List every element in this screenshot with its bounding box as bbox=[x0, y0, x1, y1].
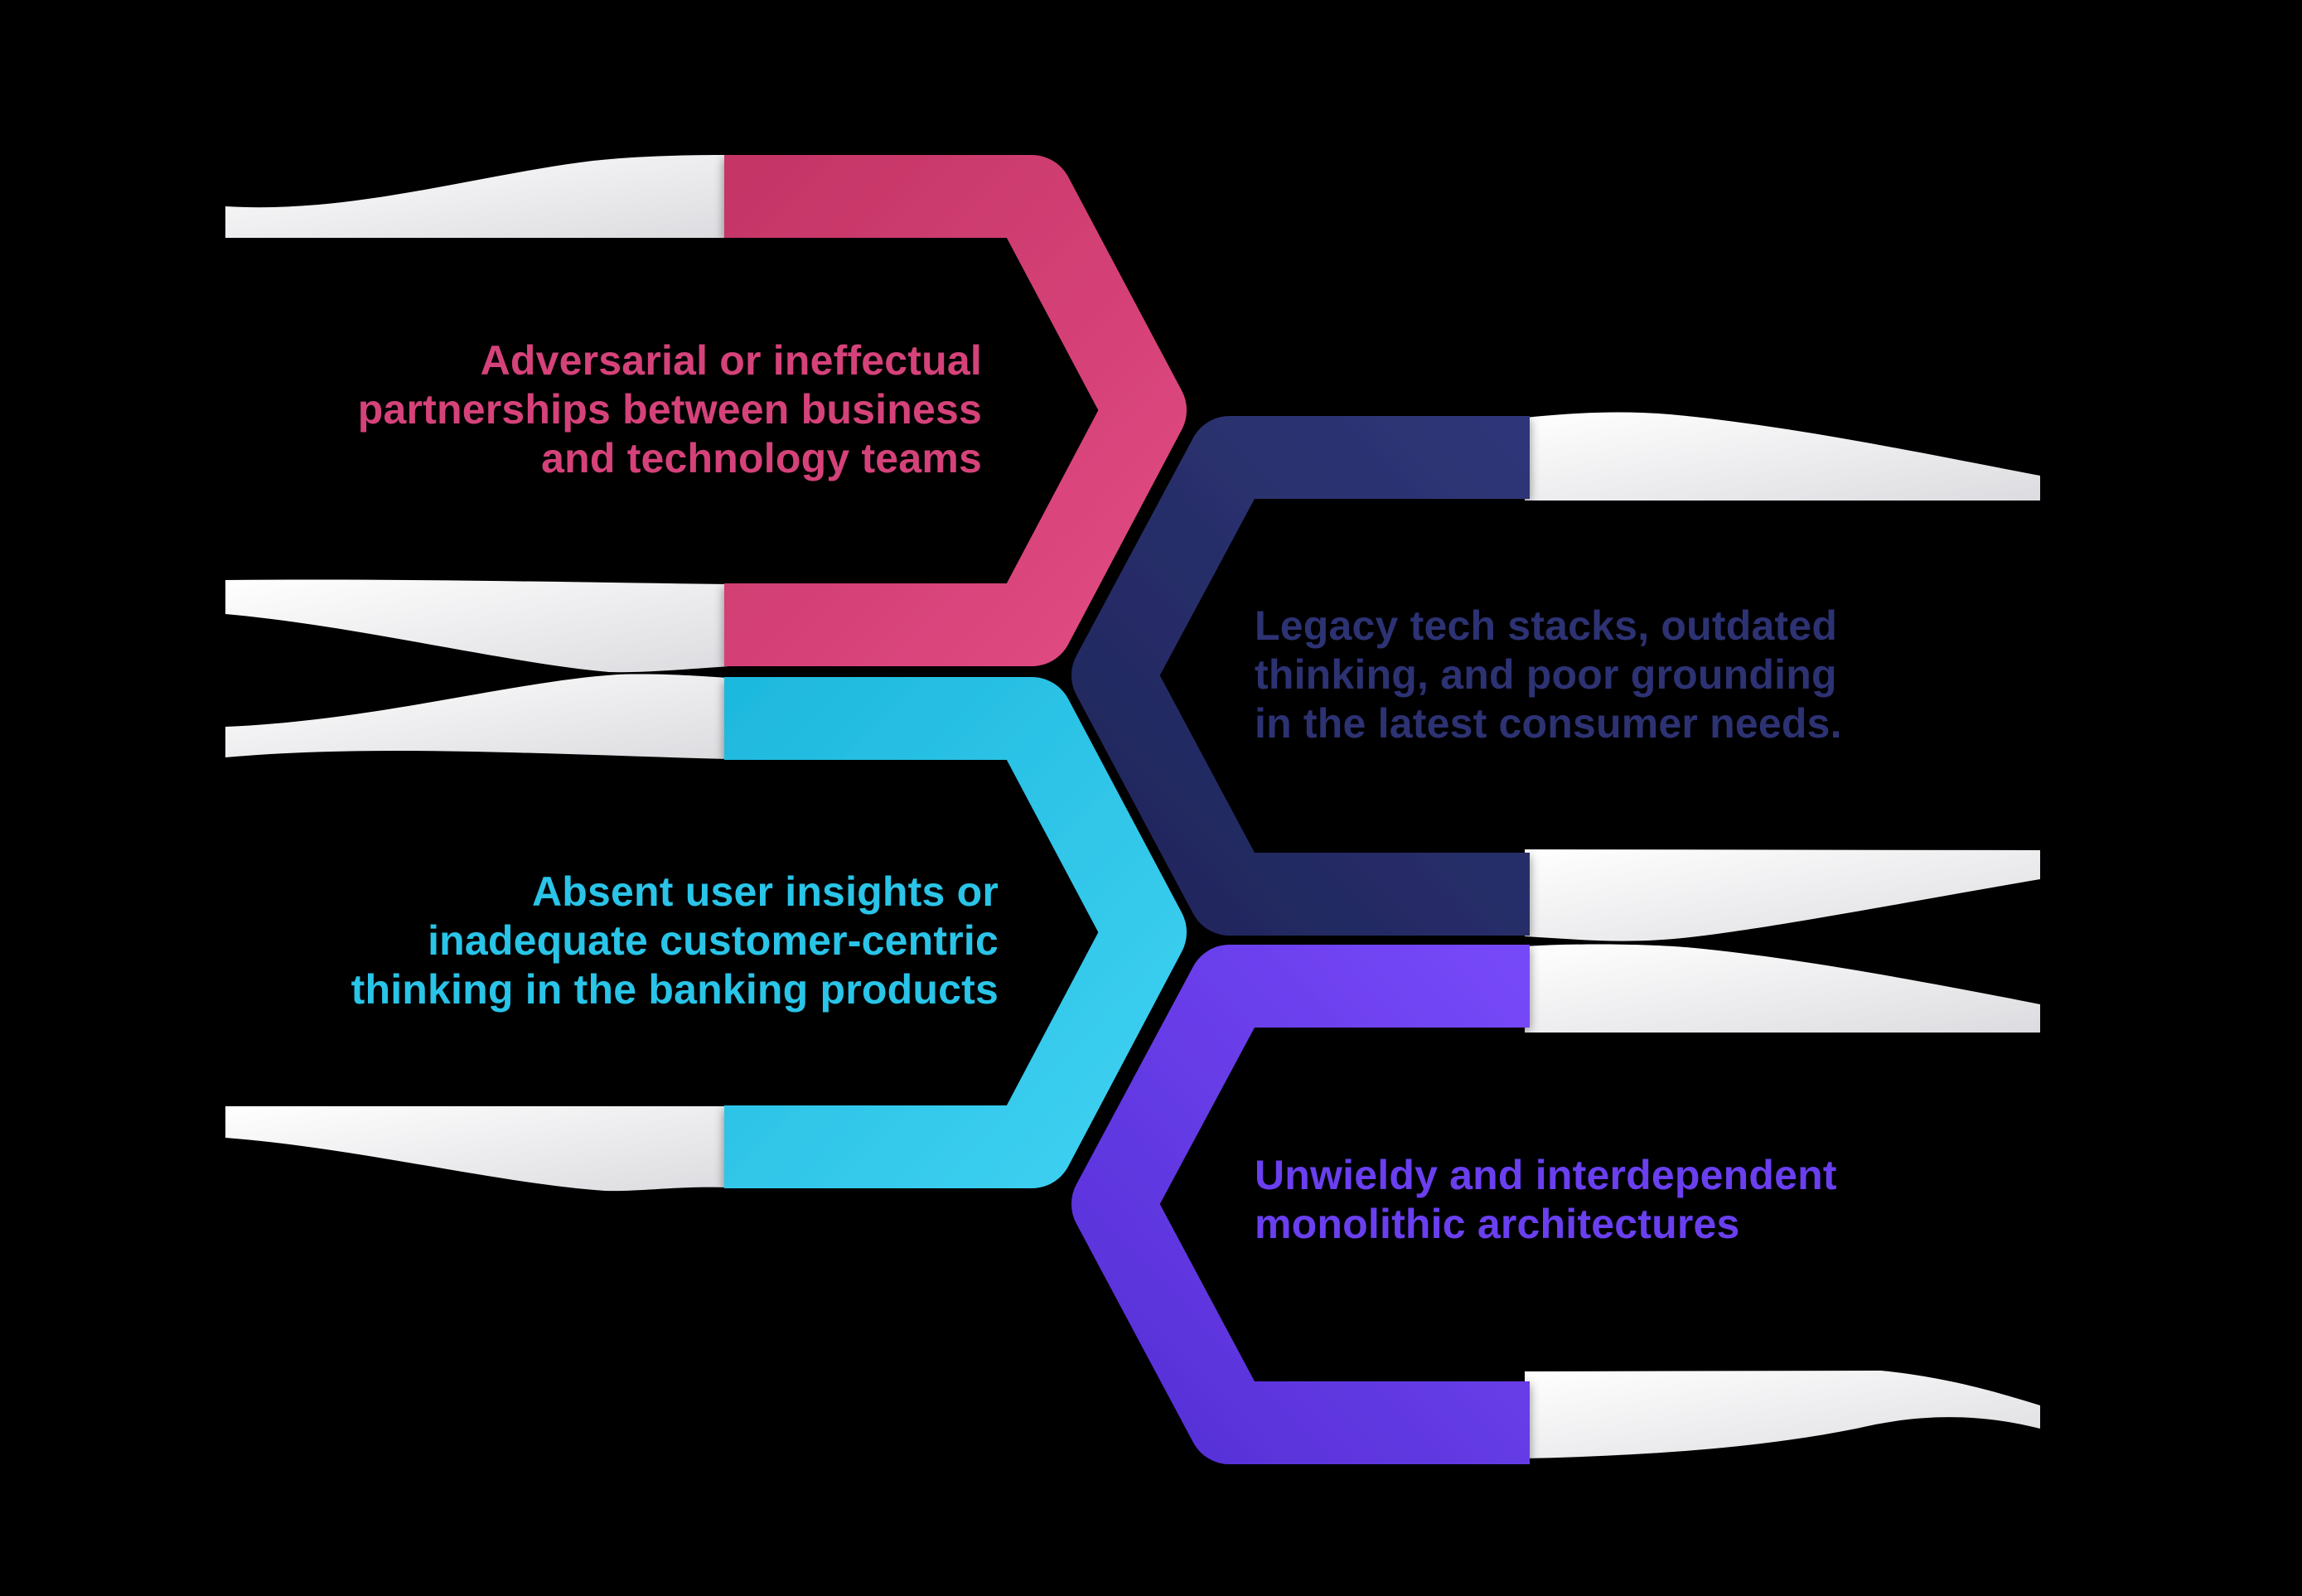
label-line: thinking, and poor grounding bbox=[1255, 651, 1837, 698]
hexagon-band-cyan bbox=[724, 677, 1187, 1188]
hexagon-bands bbox=[724, 155, 1530, 1464]
label-line: thinking in the banking products bbox=[351, 966, 999, 1013]
ribbon-bottom-left bbox=[225, 1106, 729, 1192]
label-line: inadequate customer-centric bbox=[428, 917, 999, 964]
ribbon-top-left bbox=[225, 155, 729, 238]
ribbon-middle-right-upper bbox=[1525, 849, 2040, 941]
label-line: Absent user insights or bbox=[531, 868, 999, 915]
label-line: Legacy tech stacks, outdated bbox=[1255, 602, 1838, 649]
ribbon-top-right bbox=[1525, 412, 2040, 501]
ribbon-middle-right-lower bbox=[1525, 944, 2040, 1033]
label-line: in the latest consumer needs. bbox=[1255, 700, 1842, 747]
ribbon-bottom-right bbox=[1525, 1371, 2040, 1458]
label-line: monolithic architectures bbox=[1255, 1201, 1740, 1247]
label-monolithic: Unwieldy and interdependent monolithic a… bbox=[1255, 1151, 1837, 1249]
ribbon-middle-left-lower bbox=[225, 674, 729, 759]
ribbons bbox=[225, 155, 2040, 1458]
hexagon-band-navy bbox=[1071, 416, 1530, 936]
label-line: Adversarial or ineffectual bbox=[480, 337, 982, 384]
label-line: partnerships between business bbox=[357, 386, 982, 433]
ribbon-middle-left-upper bbox=[225, 579, 729, 673]
label-line: Unwieldy and interdependent bbox=[1255, 1152, 1837, 1198]
label-user-insights: Absent user insights or inadequate custo… bbox=[351, 868, 999, 1014]
label-legacy-tech: Legacy tech stacks, outdated thinking, a… bbox=[1255, 602, 1842, 748]
hexagon-band-purple bbox=[1071, 945, 1530, 1464]
hexagon-band-pink bbox=[724, 155, 1187, 666]
label-line: and technology teams bbox=[541, 435, 982, 481]
label-partnerships: Adversarial or ineffectual partnerships … bbox=[358, 336, 982, 483]
